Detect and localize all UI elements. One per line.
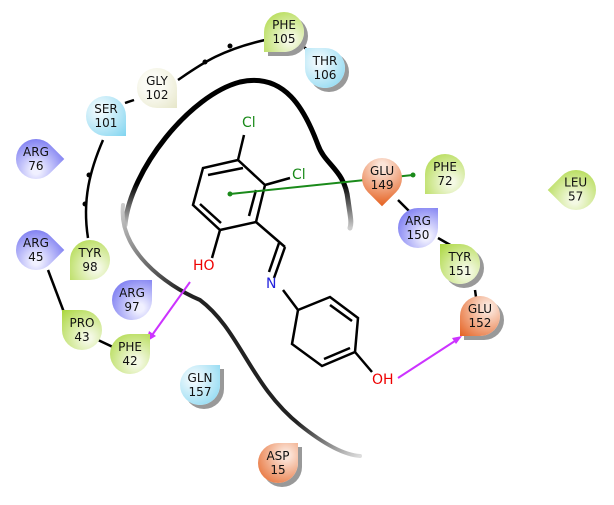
backbone-dots (82, 43, 233, 207)
ligand-bonds (191, 134, 373, 373)
hydroxyl-label: OH (372, 372, 394, 388)
nitrogen-label: N (266, 276, 277, 292)
cl-bond (264, 176, 291, 187)
chlorine-label: Cl (242, 115, 256, 131)
hydroxyl-label: HO (193, 258, 215, 274)
chlorine-label: Cl (292, 167, 306, 183)
pocket-outline-lower (120, 203, 362, 458)
pocket-outline-upper (122, 77, 354, 231)
